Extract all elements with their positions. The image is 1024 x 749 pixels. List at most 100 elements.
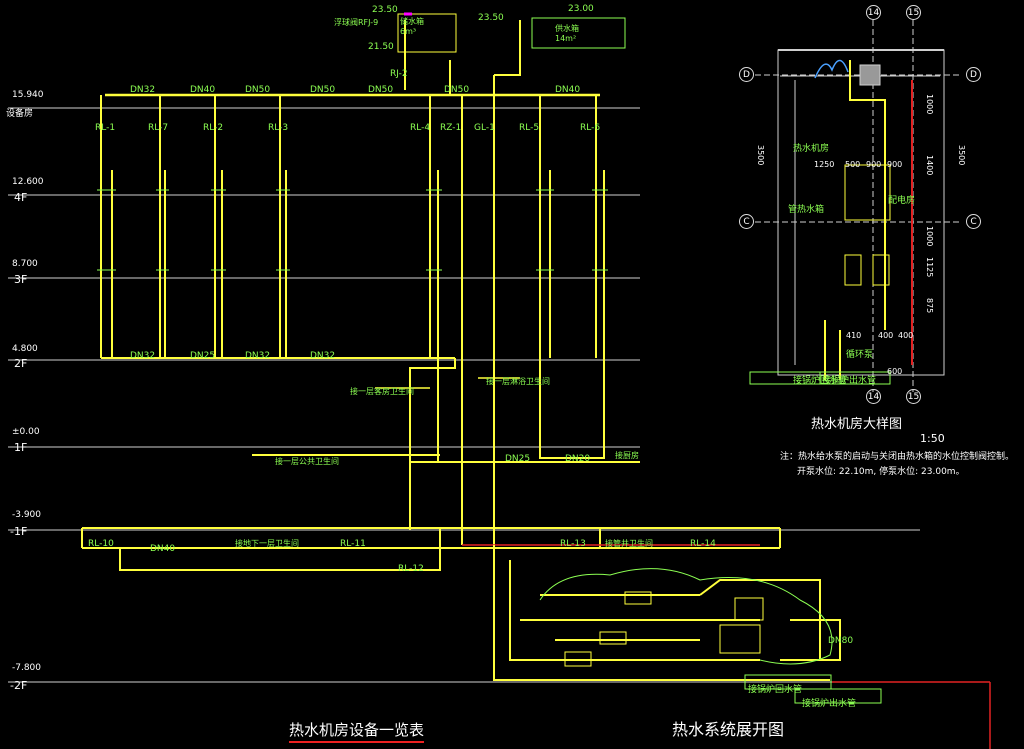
detail-title: 热水机房大样图 <box>811 418 902 431</box>
connector-pipe <box>409 358 456 440</box>
pipe-size: DN32 <box>130 85 156 95</box>
storage-tank-label: 储水箱 6m³ <box>400 17 424 36</box>
floor-name-1f: 1F <box>14 441 28 454</box>
dim-label: 500 <box>845 160 861 169</box>
dim-label: 900 <box>887 160 903 169</box>
detail-note-1: 注：热水给水泵的启动与关闭由热水箱的水位控制阀控制。 <box>780 452 1015 462</box>
dim-label: 1000 <box>925 94 934 115</box>
dim-label: 875 <box>925 298 934 314</box>
grid-bubble-bottom: 14 <box>866 389 881 404</box>
riser-label: RL-1 <box>95 123 116 133</box>
pipe-size: DN20 <box>565 454 591 464</box>
supply-tank-label: 供水箱 14m² <box>555 24 579 43</box>
pipe-size: DN40 <box>190 85 216 95</box>
riser-label: GL-1 <box>474 123 495 133</box>
riser-label: RL-7 <box>148 123 169 133</box>
pipe-size: DN40 <box>150 544 176 554</box>
pump <box>624 591 652 605</box>
door-swing-arc <box>814 59 849 79</box>
elevation-tag: 21.50 <box>368 42 394 52</box>
rj2-label: RJ-2 <box>390 69 408 79</box>
dim-label: 1250 <box>814 160 835 169</box>
riser-label: RL-11 <box>340 539 366 549</box>
riser-label: RL-3 <box>268 123 289 133</box>
floor-elev-1f: ±0.00 <box>12 427 40 437</box>
detail-scale: 1:50 <box>920 432 945 445</box>
basement-pipe <box>119 528 441 571</box>
system-diagram-title-text: 热水系统展开图 <box>672 720 785 739</box>
detail-pipe <box>849 60 886 330</box>
detail-tank <box>844 164 891 221</box>
detail-pump <box>872 254 890 286</box>
grid-bubble-top: 14 <box>866 5 881 20</box>
boiler-label-box <box>744 674 832 690</box>
pipe-size: DN32 <box>130 351 156 361</box>
room-label: 配电房 <box>888 196 916 206</box>
plant-loop <box>509 560 760 661</box>
grid-bubble-top: 15 <box>906 5 921 20</box>
annotation: 接一层客房卫生间 <box>350 387 414 396</box>
annotation: 接一层淋浴卫生间 <box>486 377 550 386</box>
dim-label: 400 <box>878 331 894 340</box>
floor-name-2f: 2F <box>14 357 28 370</box>
floor-elev-3f: 8.700 <box>12 259 38 269</box>
pipe-size: DN50 <box>444 85 470 95</box>
dim-label: 3500 <box>957 145 966 166</box>
annotation: 接厨房 <box>615 451 639 460</box>
system-diagram-title: 热水系统展开图 <box>672 722 784 738</box>
dim-label: 3500 <box>756 145 765 166</box>
floor-name-3f: 3F <box>14 273 28 286</box>
annotation-boiler-outlet: 接锅炉出水管 <box>822 376 877 386</box>
detail-note-2: 开泵水位: 22.10m, 停泵水位: 23.00m。 <box>797 467 965 477</box>
riser-label: RL-10 <box>88 539 114 549</box>
riser-label: RZ-1 <box>440 123 462 133</box>
floor-elev-b2: -7.800 <box>12 663 42 673</box>
main-trunk-pipe <box>494 20 521 76</box>
annotation-boiler-return-2: 接锅炉回水管 <box>748 685 803 695</box>
pipe-size: DN32 <box>310 351 336 361</box>
hot-water-tank <box>734 597 764 621</box>
dim-label: 900 <box>866 160 882 169</box>
pump <box>564 651 592 667</box>
plant-loop <box>780 619 841 661</box>
revision-cloud <box>539 568 833 665</box>
pipe-size: DN25 <box>190 351 216 361</box>
float-valve-label: 浮球阀RFJ-9 <box>334 18 379 27</box>
supply-tank <box>531 17 626 49</box>
dim-label: 1125 <box>925 257 934 278</box>
annotation: 接地下一层卫生间 <box>235 539 299 548</box>
riser-label: RL-2 <box>203 123 224 133</box>
annotation: 接一层公共卫生间 <box>275 457 339 466</box>
boiler-label-box <box>794 688 882 704</box>
room-label: 管热水箱 <box>788 205 825 215</box>
grid-bubble-right: C <box>966 214 981 229</box>
elevation-tag: 23.50 <box>372 5 398 15</box>
pipe-size: DN32 <box>245 351 271 361</box>
detail-title-text: 热水机房大样图 <box>811 417 903 432</box>
floor-elev-4f: 12.600 <box>12 177 44 187</box>
elevation-tag: 23.00 <box>568 4 594 14</box>
grid-bubble-left: C <box>739 214 754 229</box>
room-label: 热水机房 <box>793 144 830 154</box>
detail-riser-box <box>859 64 881 86</box>
grid-bubble-left: D <box>739 67 754 82</box>
riser-label: RL-13 <box>560 539 586 549</box>
pump <box>599 631 627 645</box>
riser-label: RL-14 <box>690 539 716 549</box>
riser-label: RL-12 <box>398 564 424 574</box>
dim-label: 600 <box>887 367 903 376</box>
riser-label: RL-6 <box>580 123 601 133</box>
heat-exchanger <box>719 624 761 654</box>
annotation-boiler-outlet-2: 接锅炉出水管 <box>802 699 857 709</box>
equipment-list-title-text: 热水机房设备一览表 <box>289 721 425 739</box>
grid-bubble-right: D <box>966 67 981 82</box>
detail-pump <box>844 254 862 286</box>
annotation: 接管井卫生间 <box>605 539 653 548</box>
pipe-size: DN50 <box>310 85 336 95</box>
pipe-size: DN50 <box>245 85 271 95</box>
floor-elev-b1: -3.900 <box>12 510 42 520</box>
floor-name-4f: 4F <box>14 191 28 204</box>
grid-bubble-bottom: 15 <box>906 389 921 404</box>
floor-name-b2: -2F <box>10 679 28 692</box>
